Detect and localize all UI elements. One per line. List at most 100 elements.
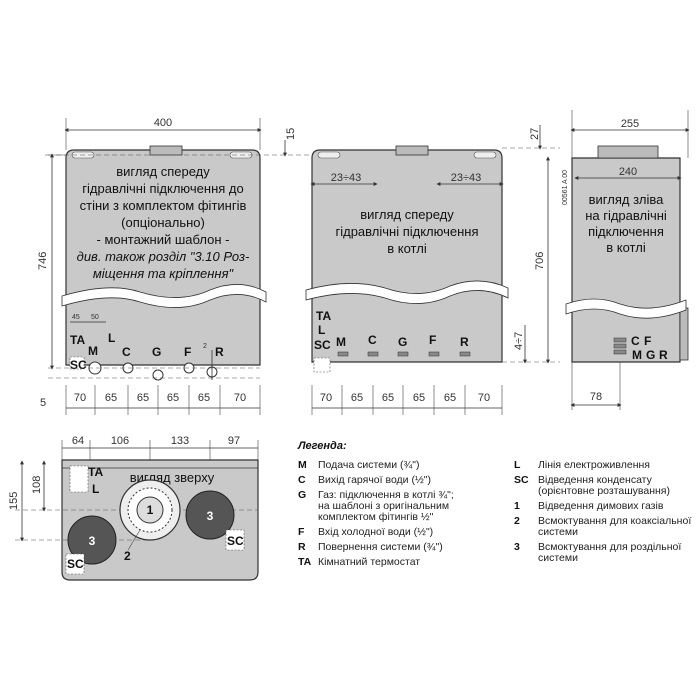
spacing-label: 65 — [413, 392, 425, 404]
legend-key: 1 — [514, 500, 520, 512]
legend-key: TA — [298, 556, 312, 568]
caption-italic: міщення та кріплення" — [93, 266, 235, 281]
dim-top-133: 133 — [171, 435, 189, 447]
code-f: F — [644, 334, 651, 348]
range-left: 23÷43 — [331, 172, 362, 184]
code-sc: SC — [67, 557, 84, 571]
caption-line: гідравлічні підключення — [335, 224, 478, 239]
legend-key: R — [298, 541, 306, 553]
code-g: G — [398, 335, 407, 349]
dim-50: 50 — [91, 314, 99, 321]
legend-text: Подача системи (¾") — [318, 459, 420, 471]
dim-27: 27 — [529, 128, 541, 140]
legend-text: системи — [538, 552, 578, 564]
code-ta: TA — [70, 333, 85, 347]
spacing-label: 70 — [320, 392, 332, 404]
code-two: 2 — [203, 343, 207, 350]
legend-key: 3 — [514, 541, 520, 553]
dim-top-97: 97 — [228, 435, 240, 447]
dim-155: 155 — [8, 492, 20, 510]
legend-text: Відведення конденсату — [538, 474, 653, 486]
caption-line: (опціонально) — [121, 215, 205, 230]
code-two: 2 — [124, 549, 131, 563]
spacing-label: 70 — [74, 392, 86, 404]
spacing-label: 65 — [167, 392, 179, 404]
boiler-body — [311, 149, 503, 363]
dim-108: 108 — [31, 476, 43, 494]
legend-key: G — [298, 489, 306, 501]
spacing-label: 65 — [198, 392, 210, 404]
legend-text: комплектом фітингів ½" — [318, 511, 434, 523]
legend-key: SC — [514, 474, 529, 486]
dim-706: 706 — [534, 252, 546, 270]
spacing-label: 65 — [382, 392, 394, 404]
spacing-label: 65 — [444, 392, 456, 404]
code-l: L — [318, 323, 325, 337]
legend-text: (орієнтовне розташування) — [538, 485, 670, 497]
legend-text: Газ: підключення в котлі ¾"; — [318, 489, 454, 501]
legend-title: Легенда: — [297, 440, 347, 452]
separate-intake-left: 3 — [67, 515, 117, 565]
code-r: R — [215, 345, 224, 359]
code-ta: TA — [88, 465, 103, 479]
caption-line: на гідравлічні — [585, 208, 667, 223]
code-r: R — [659, 348, 668, 362]
boiler-body — [65, 149, 261, 366]
separate-intake-right: 3 — [185, 490, 235, 540]
front-view-boiler: 23÷43 23÷43 вигляд спереду гідравлічні п… — [305, 125, 569, 415]
code-c: C — [631, 334, 640, 348]
code-sc: SC — [314, 338, 331, 352]
legend-text: Кімнатний термостат — [318, 556, 420, 568]
legend-text: на шаблоні з оригінальним — [318, 500, 449, 512]
code-c: C — [368, 333, 377, 347]
code-three: 3 — [89, 534, 96, 548]
legend-text: системи — [538, 526, 578, 538]
legend-key: F — [298, 526, 305, 538]
legend-text: Вихід гарячої води (½") — [318, 474, 431, 486]
top-bracket — [149, 145, 183, 156]
legend-key: L — [514, 459, 521, 471]
caption-line: в котлі — [387, 241, 427, 256]
spacing-label: 70 — [478, 392, 490, 404]
spacing-label: 65 — [351, 392, 363, 404]
range-right: 23÷43 — [451, 172, 482, 184]
code-g: G — [152, 345, 161, 359]
break-line — [61, 284, 267, 308]
caption-line: - монтажний шаблон - — [97, 232, 230, 247]
code-sc: SC — [70, 358, 87, 372]
caption-line: вигляд спереду — [116, 164, 210, 179]
legend: Легенда: M Подача системи (¾") C Вихід гаря… — [297, 440, 691, 568]
legend-text: Лінія електроживлення — [538, 459, 650, 471]
dim-4-7: 4÷7 — [513, 332, 525, 350]
code-l: L — [108, 331, 115, 345]
caption-italic: див. також розділ "3.10 Роз- — [77, 249, 250, 264]
caption-line: вигляд зліва — [589, 192, 664, 207]
side-view: 255 240 вигляд зліва на гідравлічні підк… — [565, 110, 690, 410]
spacing-label: 65 — [137, 392, 149, 404]
caption-line: стіни з комплектом фітингів — [80, 198, 247, 213]
code-m: M — [336, 335, 346, 349]
code-f: F — [184, 345, 191, 359]
legend-key: M — [298, 459, 307, 471]
top-view: 64 106 133 97 155 108 вигляд зверху TA L… — [8, 435, 259, 581]
dim-top-64: 64 — [72, 435, 84, 447]
dim-height: 746 — [37, 252, 49, 270]
legend-key: C — [298, 474, 306, 486]
code-g: G — [646, 348, 655, 362]
dim-inner: 240 — [619, 166, 637, 178]
code-sc: SC — [227, 534, 244, 548]
code-m: M — [88, 344, 98, 358]
front-view-template: вигляд спереду гідравлічні підключення д… — [37, 117, 310, 415]
flue-outlet: 1 — [119, 479, 181, 541]
legend-text: Повернення системи (¾") — [318, 541, 443, 553]
dim-bottom-78: 78 — [590, 391, 602, 403]
caption-line: вигляд спереду — [360, 207, 454, 222]
legend-text: Всмоктування для коаксіальної — [538, 515, 691, 527]
spacing-label: 65 — [105, 392, 117, 404]
code-ta: TA — [316, 309, 331, 323]
connection-points — [88, 350, 218, 381]
code-f: F — [429, 333, 436, 347]
legend-key: 2 — [514, 515, 520, 527]
legend-text: Відведення димових газів — [538, 500, 664, 512]
